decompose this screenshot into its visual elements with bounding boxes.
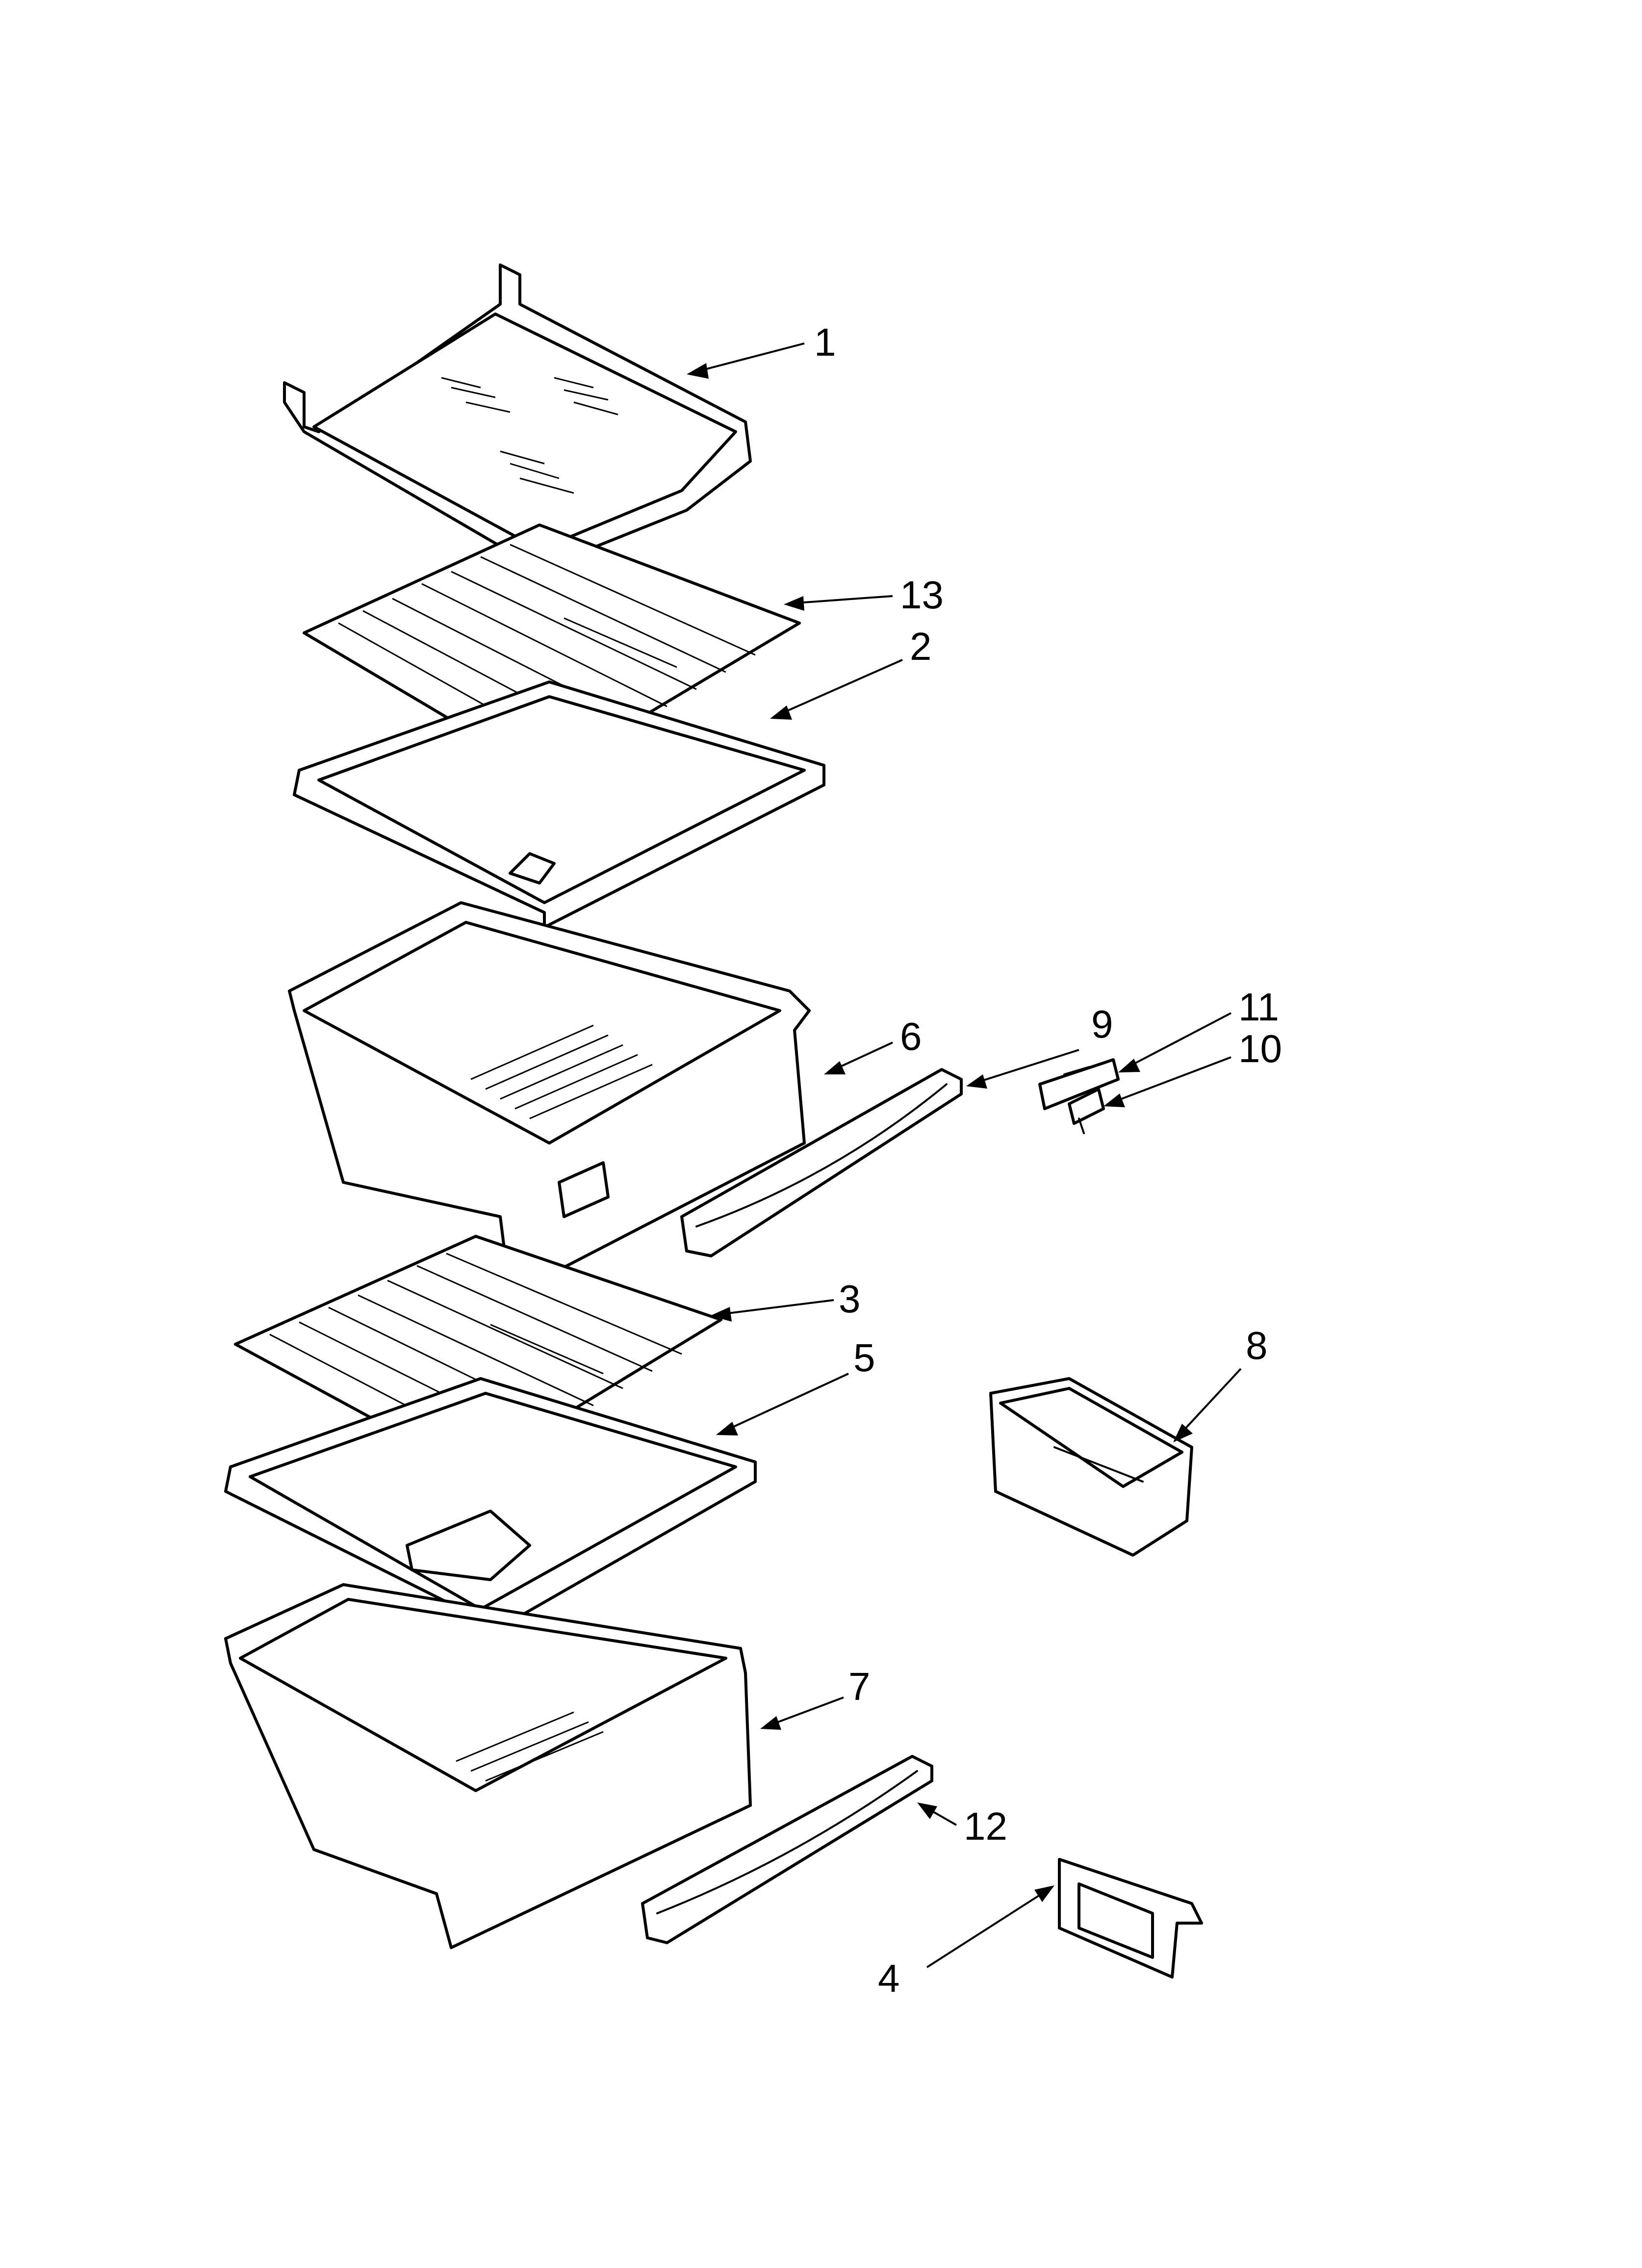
part-7-crisper-drawer <box>224 1583 752 1949</box>
part-4-panel <box>1058 1858 1203 1979</box>
callout-5: 5 <box>853 1336 875 1380</box>
callout-9: 9 <box>1091 1002 1113 1046</box>
callout-10: 10 <box>1238 1027 1282 1070</box>
part-8-bin <box>989 1377 1193 1557</box>
part-2-shelf-frame <box>293 680 825 929</box>
part-12-drawer-trim <box>641 1755 933 1944</box>
callout-13: 13 <box>900 573 944 617</box>
callout-2: 2 <box>910 625 932 668</box>
callout-1: 1 <box>814 320 836 364</box>
part-10-clip <box>1068 1088 1105 1134</box>
callout-6: 6 <box>900 1015 922 1058</box>
part-5-shelf-frame <box>224 1377 757 1640</box>
part-1-shelf <box>283 263 752 571</box>
callout-12: 12 <box>964 1804 1007 1848</box>
callout-3: 3 <box>839 1277 861 1321</box>
callout-labels: 1 13 2 6 9 11 10 3 5 8 7 12 4 <box>814 320 1282 2000</box>
callout-8: 8 <box>1246 1324 1268 1367</box>
part-3-glass-shelf <box>234 1235 722 1473</box>
callout-11: 11 <box>1238 985 1279 1029</box>
part-9-drawer-trim <box>680 1068 963 1257</box>
leader-lines <box>687 342 1242 1968</box>
part-6-crisper-drawer <box>288 901 811 1297</box>
part-11-bracket <box>1038 1058 1120 1110</box>
callout-4: 4 <box>878 1956 900 2000</box>
callout-7: 7 <box>848 1665 871 1708</box>
